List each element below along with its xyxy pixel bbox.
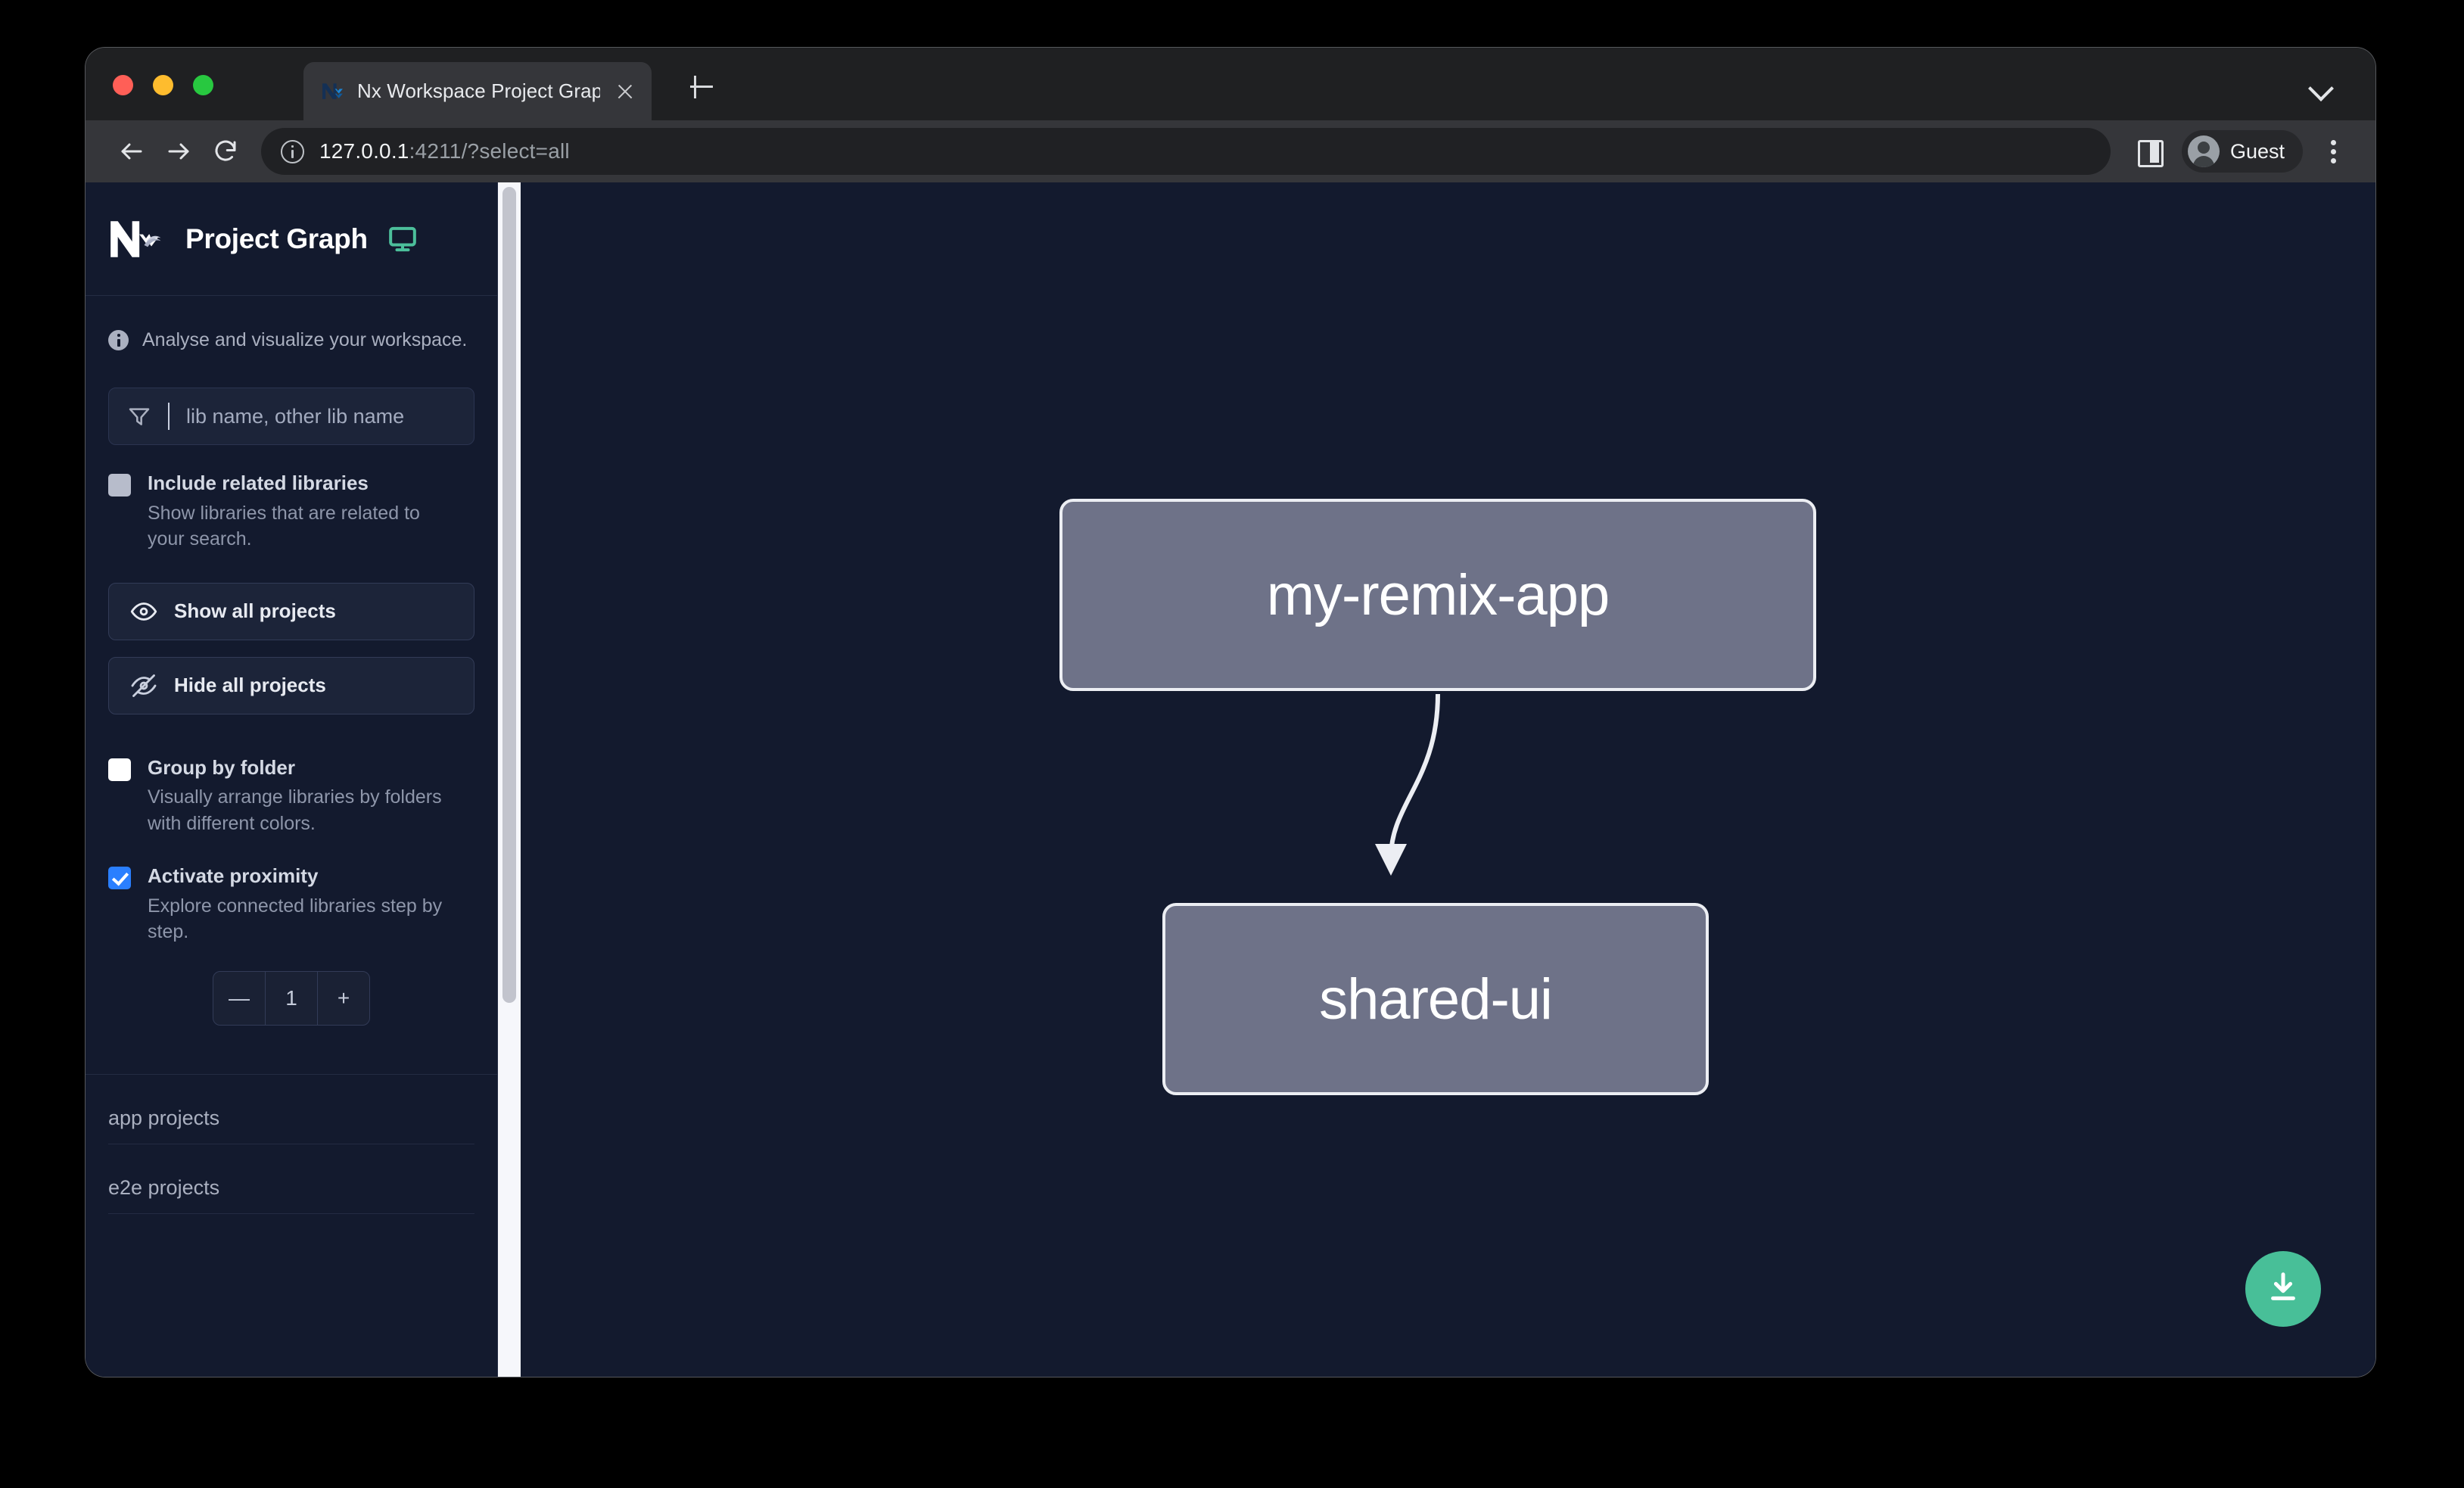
graph-node-my-remix-app[interactable]: my-remix-app xyxy=(1059,499,1816,691)
url-path: :4211/?select=all xyxy=(409,139,570,163)
option-description: Visually arrange libraries by folders wi… xyxy=(148,786,442,834)
address-bar[interactable]: 127.0.0.1:4211/?select=all xyxy=(261,128,2111,175)
search-placeholder: lib name, other lib name xyxy=(186,404,405,428)
option-activate-proximity: Activate proximity Explore connected lib… xyxy=(86,836,497,1026)
forward-arrow-icon[interactable] xyxy=(155,128,202,175)
page-title: Project Graph xyxy=(185,223,368,254)
back-arrow-icon[interactable] xyxy=(108,128,155,175)
hide-all-projects-label: Hide all projects xyxy=(174,674,326,696)
sidebar-item-e2e-projects[interactable]: e2e projects xyxy=(108,1144,474,1214)
sidebar-item-app-projects[interactable]: app projects xyxy=(108,1075,474,1144)
download-image-button[interactable] xyxy=(2245,1251,2321,1327)
option-description: Explore connected libraries step by step… xyxy=(148,895,443,943)
filter-row: lib name, other lib name xyxy=(86,351,497,445)
tagline: Analyse and visualize your workspace. xyxy=(86,296,497,351)
option-include-related-libraries: Include related libraries Show libraries… xyxy=(86,445,497,553)
window-traffic-lights xyxy=(113,75,213,95)
profile-button[interactable]: Guest xyxy=(2181,130,2303,173)
tab-strip: Nx Workspace Project Graph xyxy=(86,48,2375,120)
hide-all-projects-button[interactable]: Hide all projects xyxy=(108,656,474,714)
project-graph-canvas[interactable]: my-remix-app shared-ui xyxy=(521,182,2375,1377)
toolbar-right-group: Guest xyxy=(2127,130,2353,173)
sidebar-scrollbar-track[interactable] xyxy=(498,182,521,1377)
option-label: Include related libraries xyxy=(148,472,369,494)
tagline-text: Analyse and visualize your workspace. xyxy=(142,329,468,350)
proximity-value: 1 xyxy=(265,971,317,1025)
monitor-icon[interactable] xyxy=(387,224,418,254)
option-label: Group by folder xyxy=(148,755,295,779)
graph-node-shared-ui[interactable]: shared-ui xyxy=(1162,903,1709,1095)
tab-title: Nx Workspace Project Graph xyxy=(357,79,600,102)
browser-toolbar: 127.0.0.1:4211/?select=all Guest xyxy=(86,120,2375,182)
info-circle-icon[interactable] xyxy=(281,139,304,163)
sidebar-scrollbar-thumb[interactable] xyxy=(502,187,516,1003)
sidebar-header: Project Graph xyxy=(86,182,497,296)
eye-off-icon xyxy=(130,672,157,699)
close-icon[interactable] xyxy=(612,79,638,104)
avatar-icon xyxy=(2187,135,2220,167)
text-caret xyxy=(168,403,170,430)
download-icon xyxy=(2266,1270,2301,1309)
page-body: Project Graph Analyse and visualize your… xyxy=(86,182,2375,1377)
graph-edge-my-remix-app-to-shared-ui xyxy=(1375,693,1440,876)
proximity-increment-button[interactable]: + xyxy=(317,971,369,1025)
option-label: Activate proximity xyxy=(148,864,319,887)
kebab-menu-icon[interactable] xyxy=(2313,130,2353,173)
plus-icon[interactable] xyxy=(683,69,720,105)
profile-label: Guest xyxy=(2229,139,2285,163)
sidebar-scroll-area: Analyse and visualize your workspace. li… xyxy=(86,296,497,1377)
group-by-folder-checkbox[interactable] xyxy=(108,758,131,781)
minimize-window-button[interactable] xyxy=(153,75,173,95)
option-description: Show libraries that are related to your … xyxy=(148,502,420,550)
eye-icon xyxy=(130,598,157,625)
proximity-stepper: — 1 + xyxy=(213,970,370,1026)
include-related-libraries-checkbox[interactable] xyxy=(108,474,131,497)
browser-window: Nx Workspace Project Graph 127.0.0.1:421… xyxy=(86,48,2375,1377)
activate-proximity-checkbox[interactable] xyxy=(108,867,131,889)
nx-favicon-icon xyxy=(320,79,345,104)
proximity-decrement-button[interactable]: — xyxy=(229,985,250,1010)
show-all-projects-button[interactable]: Show all projects xyxy=(108,582,474,640)
funnel-filter-icon xyxy=(127,404,151,428)
browser-tab[interactable]: Nx Workspace Project Graph xyxy=(303,62,652,120)
url-text: 127.0.0.1:4211/?select=all xyxy=(319,139,570,163)
info-icon xyxy=(108,330,129,350)
side-panel-icon[interactable] xyxy=(2127,130,2170,173)
chevron-down-icon[interactable] xyxy=(2309,73,2335,99)
close-window-button[interactable] xyxy=(113,75,133,95)
sidebar: Project Graph Analyse and visualize your… xyxy=(86,182,498,1377)
maximize-window-button[interactable] xyxy=(193,75,213,95)
url-host: 127.0.0.1 xyxy=(319,139,409,163)
search-input[interactable]: lib name, other lib name xyxy=(108,388,474,445)
sidebar-sections: app projects e2e projects xyxy=(86,1073,497,1214)
nx-logo-icon xyxy=(108,217,166,261)
graph-edge-layer xyxy=(1375,693,1440,876)
reload-icon[interactable] xyxy=(202,128,249,175)
option-group-by-folder: Group by folder Visually arrange librari… xyxy=(86,714,497,837)
show-all-projects-label: Show all projects xyxy=(174,599,336,622)
